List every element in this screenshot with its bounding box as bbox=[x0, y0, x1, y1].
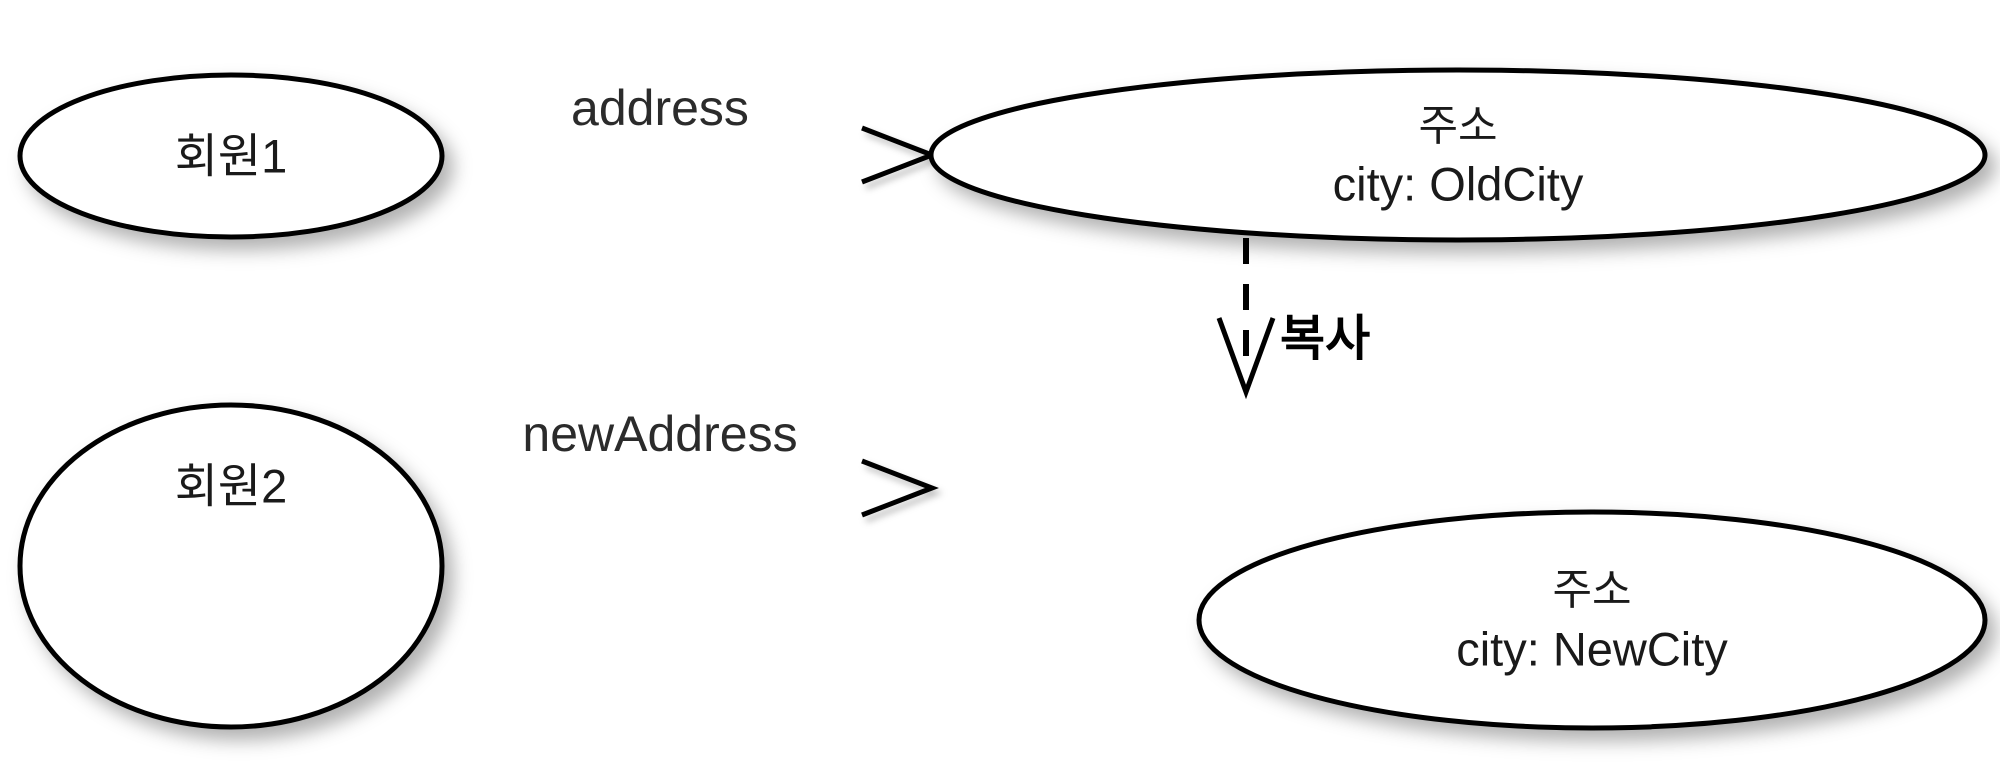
edge-label-new-address: newAddress bbox=[522, 406, 797, 462]
node-new-address[interactable]: 주소 city: NewCity bbox=[1196, 509, 1988, 731]
node-member1-shape[interactable] bbox=[17, 72, 445, 240]
edge-copy bbox=[1216, 238, 1276, 400]
node-new-address-title: 주소 bbox=[1552, 566, 1631, 614]
edge-label-address: address bbox=[571, 80, 749, 136]
node-new-address-shape[interactable] bbox=[1196, 509, 1988, 731]
node-old-address-city: city: OldCity bbox=[1333, 157, 1584, 210]
edge-label-copy: 복사 bbox=[1280, 312, 1370, 366]
node-old-address-shape[interactable] bbox=[928, 67, 1988, 243]
node-member2[interactable]: 회원2 bbox=[17, 402, 445, 730]
node-member2-label: 회원2 bbox=[175, 459, 288, 512]
node-old-address[interactable]: 주소 city: OldCity bbox=[928, 67, 1988, 243]
node-old-address-title: 주소 bbox=[1418, 102, 1497, 150]
node-member1-label: 회원1 bbox=[175, 129, 288, 182]
node-member2-shape[interactable] bbox=[17, 402, 445, 730]
edge-new-address-arrowhead bbox=[861, 458, 939, 518]
edge-new-address bbox=[440, 458, 939, 518]
node-member1[interactable]: 회원1 bbox=[17, 72, 445, 240]
node-new-address-city: city: NewCity bbox=[1456, 622, 1728, 675]
edge-copy-arrowhead bbox=[1216, 317, 1276, 400]
